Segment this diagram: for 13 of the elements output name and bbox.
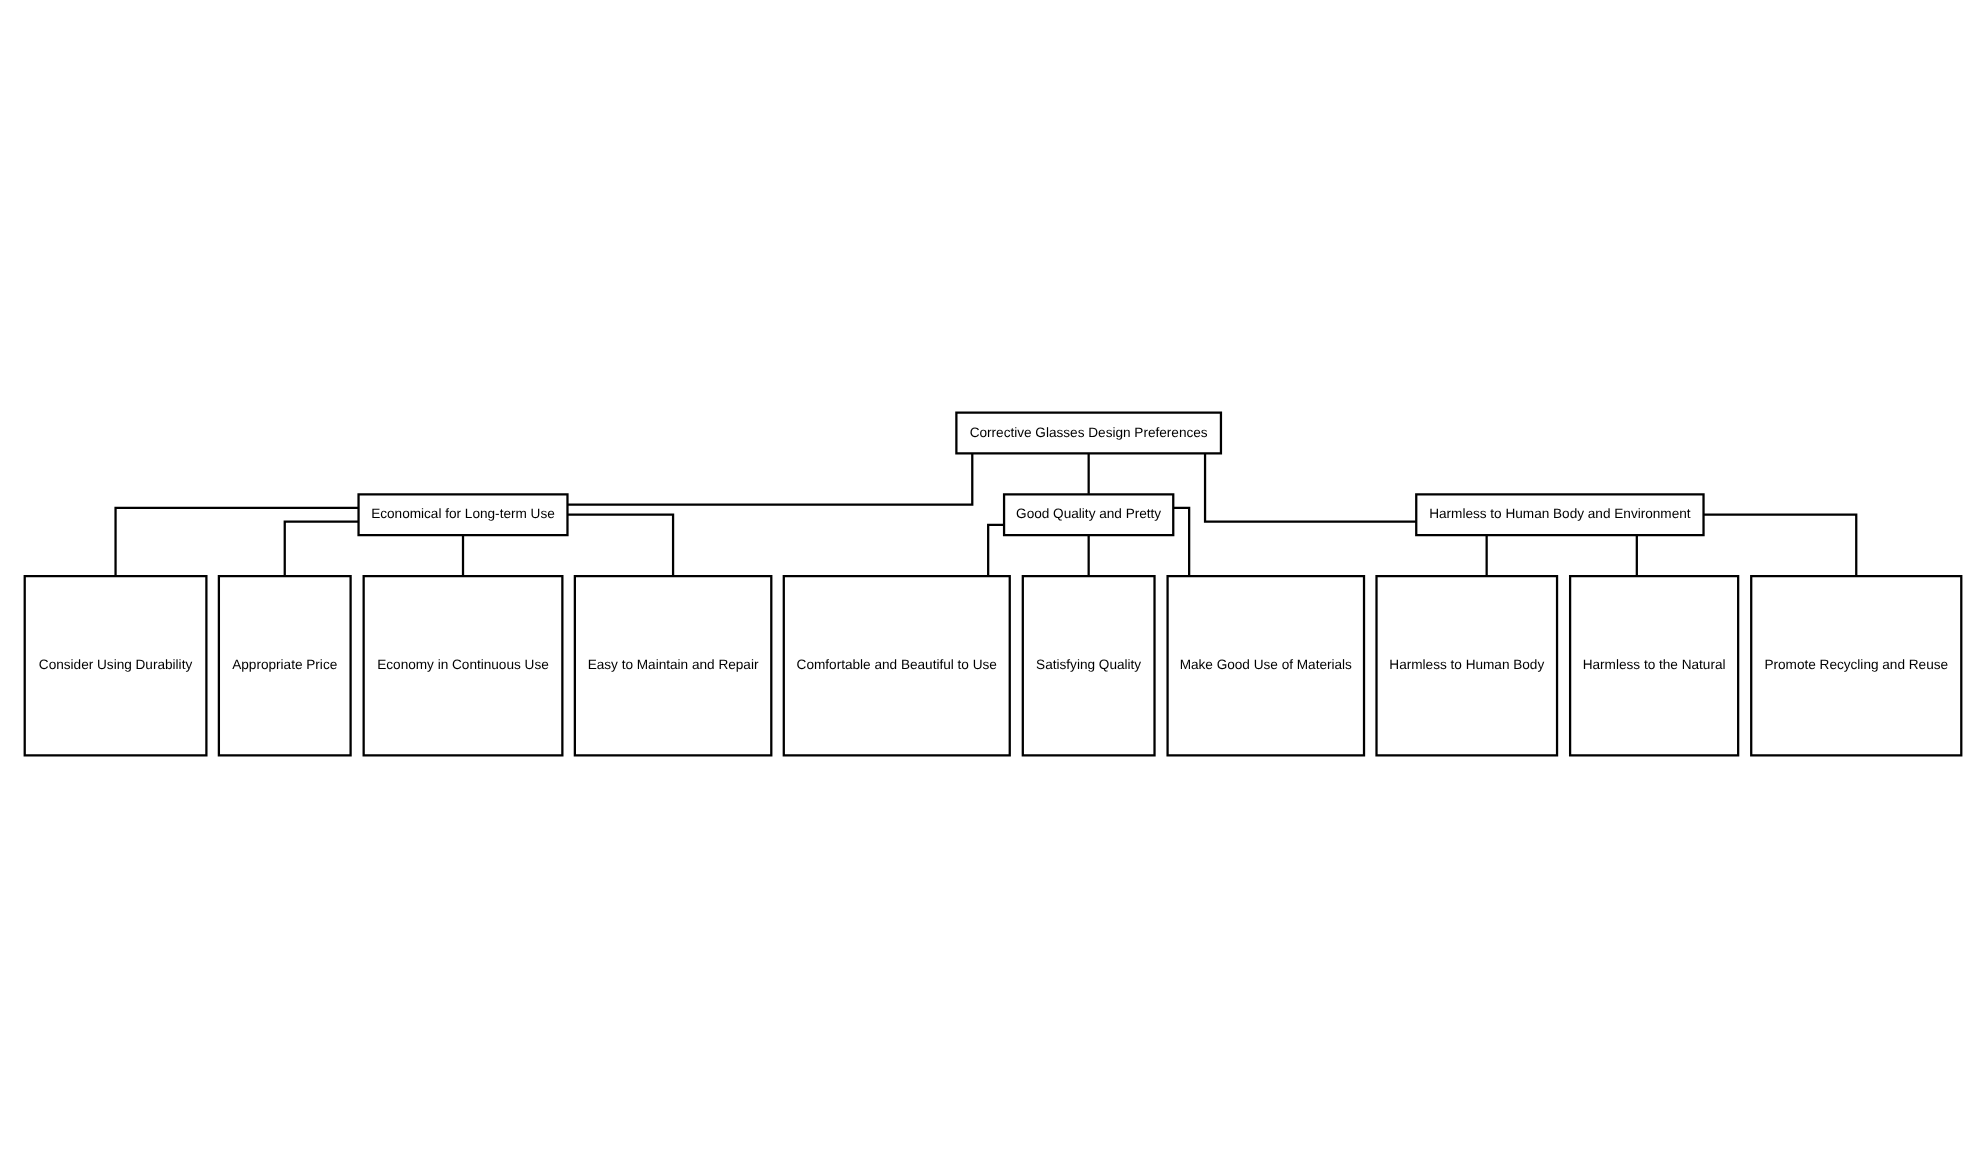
connector	[1485, 534, 1488, 575]
connector	[1703, 512, 1858, 575]
connector	[461, 534, 465, 575]
connector	[283, 519, 359, 575]
connector	[567, 452, 974, 505]
connector	[1203, 452, 1417, 522]
connector	[1087, 452, 1090, 493]
connector	[1087, 534, 1090, 575]
connector	[1635, 534, 1638, 575]
connector	[987, 522, 1004, 575]
connector	[114, 505, 359, 575]
connector	[1173, 505, 1191, 575]
connector	[567, 512, 675, 575]
